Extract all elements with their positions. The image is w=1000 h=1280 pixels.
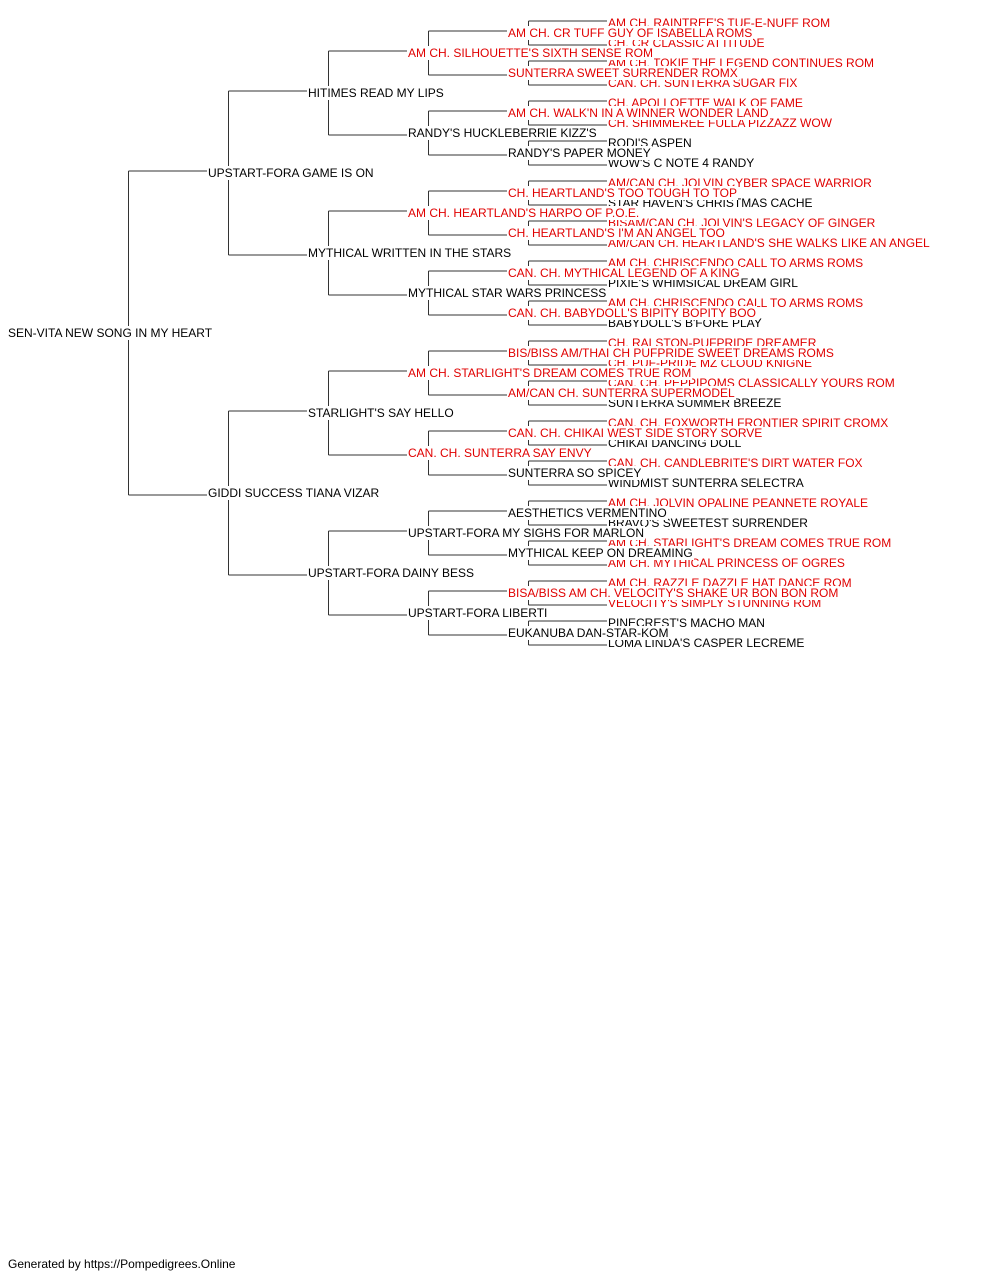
ancestor-name: UPSTART-FORA LIBERTI [407, 606, 549, 620]
ancestor-name: CAN. CH. MYTHICAL LEGEND OF A KING [507, 266, 741, 280]
ancestor-name: EUKANUBA DAN-STAR-KOM [507, 626, 670, 640]
ancestor-name: MYTHICAL KEEP ON DREAMING [507, 546, 694, 560]
ancestor-name: AM CH. STARLIGHT'S DREAM COMES TRUE ROM [407, 366, 693, 380]
ancestor-name: UPSTART-FORA MY SIGHS FOR MARLON [407, 526, 646, 540]
ancestor-name: CAN. CH. BABYDOLL'S BIPITY BOPITY BOO [507, 306, 757, 320]
ancestor-name: AM/CAN CH. SUNTERRA SUPERMODEL [507, 386, 736, 400]
ancestor-name: AM CH. SILHOUETTE'S SIXTH SENSE ROM [407, 46, 654, 60]
ancestor-name: SUNTERRA SWEET SURRENDER ROMX [507, 66, 739, 80]
ancestor-name: AM CH. WALK'N IN A WINNER WONDER LAND [507, 106, 770, 120]
ancestor-name: RANDY'S PAPER MONEY [507, 146, 652, 160]
ancestor-name: CH. HEARTLAND'S I'M AN ANGEL TOO [507, 226, 726, 240]
ancestor-name: CAN. CH. CHIKAI WEST SIDE STORY SORVE [507, 426, 764, 440]
ancestor-name: AESTHETICS VERMENTINO [507, 506, 668, 520]
ancestor-name: MYTHICAL STAR WARS PRINCESS [407, 286, 608, 300]
ancestor-name: CAN. CH. CANDLEBRITE'S DIRT WATER FOX [607, 456, 864, 470]
ancestor-name: MYTHICAL WRITTEN IN THE STARS [307, 246, 513, 260]
ancestor-name: AM CH. HEARTLAND'S HARPO OF P.O.E. [407, 206, 641, 220]
subject-dog-name: SEN-VITA NEW SONG IN MY HEART [7, 326, 214, 340]
ancestor-name: CH. HEARTLAND'S TOO TOUGH TO TOP [507, 186, 739, 200]
ancestor-name: WINDMIST SUNTERRA SELECTRA [607, 476, 805, 490]
ancestor-name: UPSTART-FORA DAINY BESS [307, 566, 476, 580]
ancestor-name: CAN. CH. SUNTERRA SAY ENVY [407, 446, 593, 460]
generated-by-footer: Generated by https://Pompedigrees.Online [8, 1257, 236, 1271]
ancestor-name: SUNTERRA SO SPICEY [507, 466, 643, 480]
ancestor-name: HITIMES READ MY LIPS [307, 86, 445, 100]
ancestor-name: GIDDI SUCCESS TIANA VIZAR [207, 486, 381, 500]
ancestor-name: RANDY'S HUCKLEBERRIE KIZZ'S [407, 126, 598, 140]
ancestor-name: STARLIGHT'S SAY HELLO [307, 406, 455, 420]
ancestor-name: AM CH. CR TUFF GUY OF ISABELLA ROMS [507, 26, 754, 40]
ancestor-name: BISA/BISS AM CH. VELOCITY'S SHAKE UR BON… [507, 586, 840, 600]
ancestor-name: BIS/BISS AM/THAI CH PUFPRIDE SWEET DREAM… [507, 346, 835, 360]
ancestor-name: UPSTART-FORA GAME IS ON [207, 166, 375, 180]
ancestor-name: AM CH. JOLVIN OPALINE PEANNETE ROYALE [607, 496, 870, 510]
